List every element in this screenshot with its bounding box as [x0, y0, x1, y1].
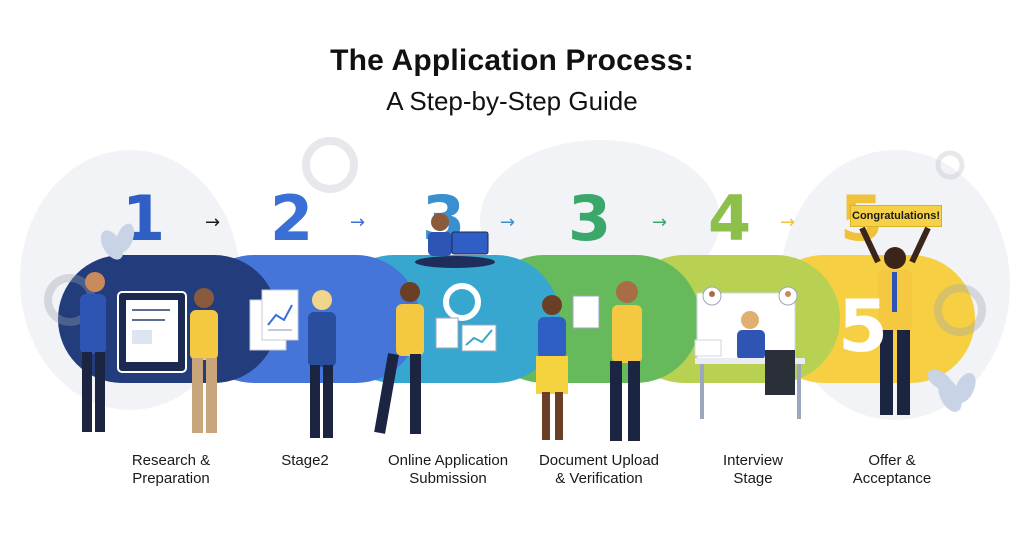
caption-line: Offer &: [868, 452, 916, 469]
step-caption-2: Stage2: [230, 452, 380, 470]
leaf-icon: [100, 223, 976, 412]
step-caption-1: Research & Preparation: [96, 452, 246, 488]
gear-icon: [443, 283, 481, 321]
caption-line: Research &: [131, 452, 211, 469]
big-step-number: 5: [838, 284, 889, 368]
laptop-icon: [415, 213, 495, 268]
step-caption-6: Offer & Acceptance: [817, 452, 967, 488]
person-figure: [859, 226, 931, 415]
congratulations-sign: Congratulations!: [850, 205, 942, 227]
person-figure: [737, 311, 765, 360]
step-number-2: 2: [270, 182, 314, 255]
person-figure: [610, 281, 642, 441]
caption-line: Interview: [722, 452, 784, 469]
caption-line: Document Upload: [538, 452, 660, 469]
caption-line: Acceptance: [852, 470, 932, 487]
desk: [694, 339, 805, 419]
arrow-icon: →: [500, 212, 516, 233]
step-caption-5: Interview Stage: [678, 452, 828, 488]
page-title: The Application Process:: [330, 44, 694, 77]
chart-icon: [435, 317, 497, 352]
document-icon: [572, 295, 600, 329]
document-icon: [249, 289, 299, 351]
arrow-icon: →: [350, 212, 366, 233]
step-caption-4: Document Upload & Verification: [524, 452, 674, 488]
caption-line: Preparation: [132, 470, 210, 487]
person-figure: [374, 282, 424, 434]
arrow-icon: →: [652, 212, 668, 233]
avatar-icon: [709, 291, 791, 297]
person-figure: [80, 272, 106, 432]
step-number-4: 3: [568, 182, 612, 255]
caption-line: Stage2: [281, 452, 329, 469]
tablet-icon: [117, 291, 187, 373]
caption-line: & Verification: [555, 470, 643, 487]
step-number-5: 4: [708, 182, 752, 255]
caption-line: Submission: [409, 470, 487, 487]
person-figure: [536, 295, 568, 440]
step-caption-3: Online Application Submission: [373, 452, 523, 488]
caption-line: Stage: [733, 470, 773, 487]
person-figure: [308, 290, 336, 438]
arrow-icon: →: [205, 212, 221, 233]
caption-line: Online Application: [387, 452, 509, 469]
person-figure: [190, 288, 218, 433]
arrow-icon: →: [780, 212, 796, 233]
page-subtitle: A Step-by-Step Guide: [386, 86, 638, 116]
